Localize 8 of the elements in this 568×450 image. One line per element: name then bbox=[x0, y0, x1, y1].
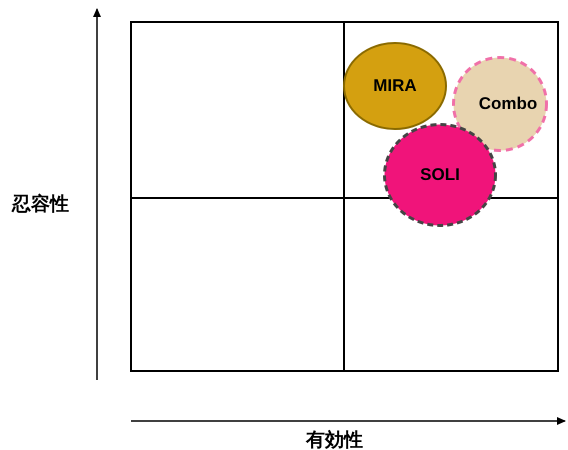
bubble-label: MIRA bbox=[373, 76, 417, 96]
axis-label: 忍容性 bbox=[12, 192, 69, 217]
bubble bbox=[343, 42, 447, 130]
bubble-label: Combo bbox=[478, 94, 538, 114]
axis-label: 有効性 bbox=[306, 428, 363, 450]
bubble bbox=[452, 56, 548, 152]
bubble-label: SOLI bbox=[420, 165, 460, 185]
bubble bbox=[383, 123, 497, 227]
